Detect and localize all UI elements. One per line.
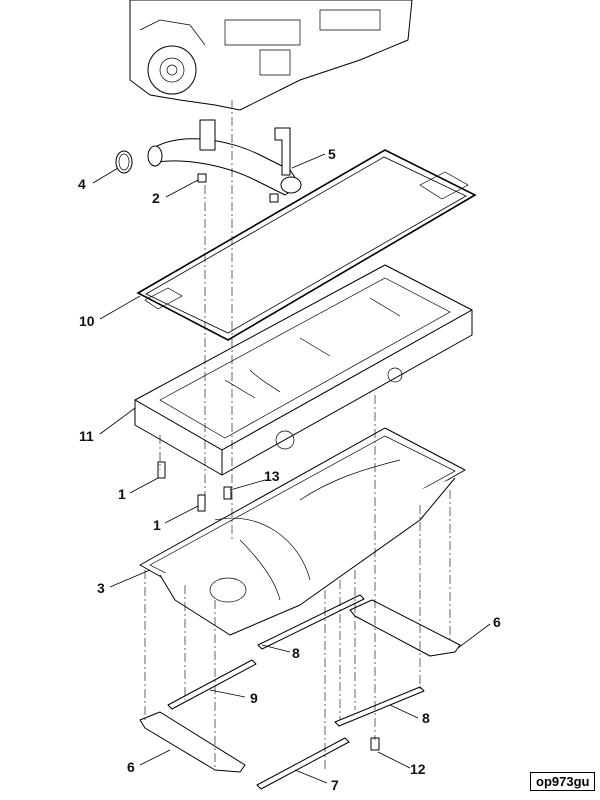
assembly-axes: [144, 100, 451, 770]
engine-block: [129, 0, 413, 111]
callout-6-left: 6: [127, 759, 135, 775]
frame-bolts: [157, 461, 232, 512]
callout-8-upper: 8: [292, 645, 300, 661]
leader-lines: [92, 153, 491, 784]
stiffener-strip-8-lower: [334, 686, 425, 727]
pipe-bolts: [197, 173, 279, 203]
callout-3: 3: [97, 580, 105, 596]
figure-id-label: op973gu: [530, 772, 596, 791]
stiffener-strip-6-right: [349, 599, 461, 657]
callout-5: 5: [328, 146, 336, 162]
callout-1-upper: 1: [118, 486, 126, 502]
callout-11: 11: [79, 428, 94, 444]
oil-pan: [139, 427, 466, 636]
oil-suction-pipe: [147, 119, 302, 196]
ladder-frame: [134, 264, 473, 476]
stiffener-strip-7: [256, 737, 350, 790]
callout-7: 7: [331, 777, 339, 793]
callout-12: 12: [410, 761, 426, 777]
callout-2: 2: [152, 190, 160, 206]
oil-pan-gasket: [136, 149, 477, 341]
stiffener-strip-8-upper: [257, 594, 365, 650]
stiffener-strip-9: [167, 659, 257, 710]
callout-4: 4: [78, 176, 86, 192]
callout-8-lower: 8: [422, 710, 430, 726]
callout-6-right: 6: [493, 614, 501, 630]
callout-10: 10: [79, 313, 95, 329]
stiffener-strip-6-left: [139, 711, 246, 773]
callout-13: 13: [264, 468, 280, 484]
callout-9: 9: [250, 690, 258, 706]
o-ring: [115, 150, 133, 174]
callout-1-lower: 1: [153, 517, 161, 533]
callout-labels: 4 2 5 10 11 1 13 1 3 6 8 9 8 6 12 7: [78, 146, 501, 793]
